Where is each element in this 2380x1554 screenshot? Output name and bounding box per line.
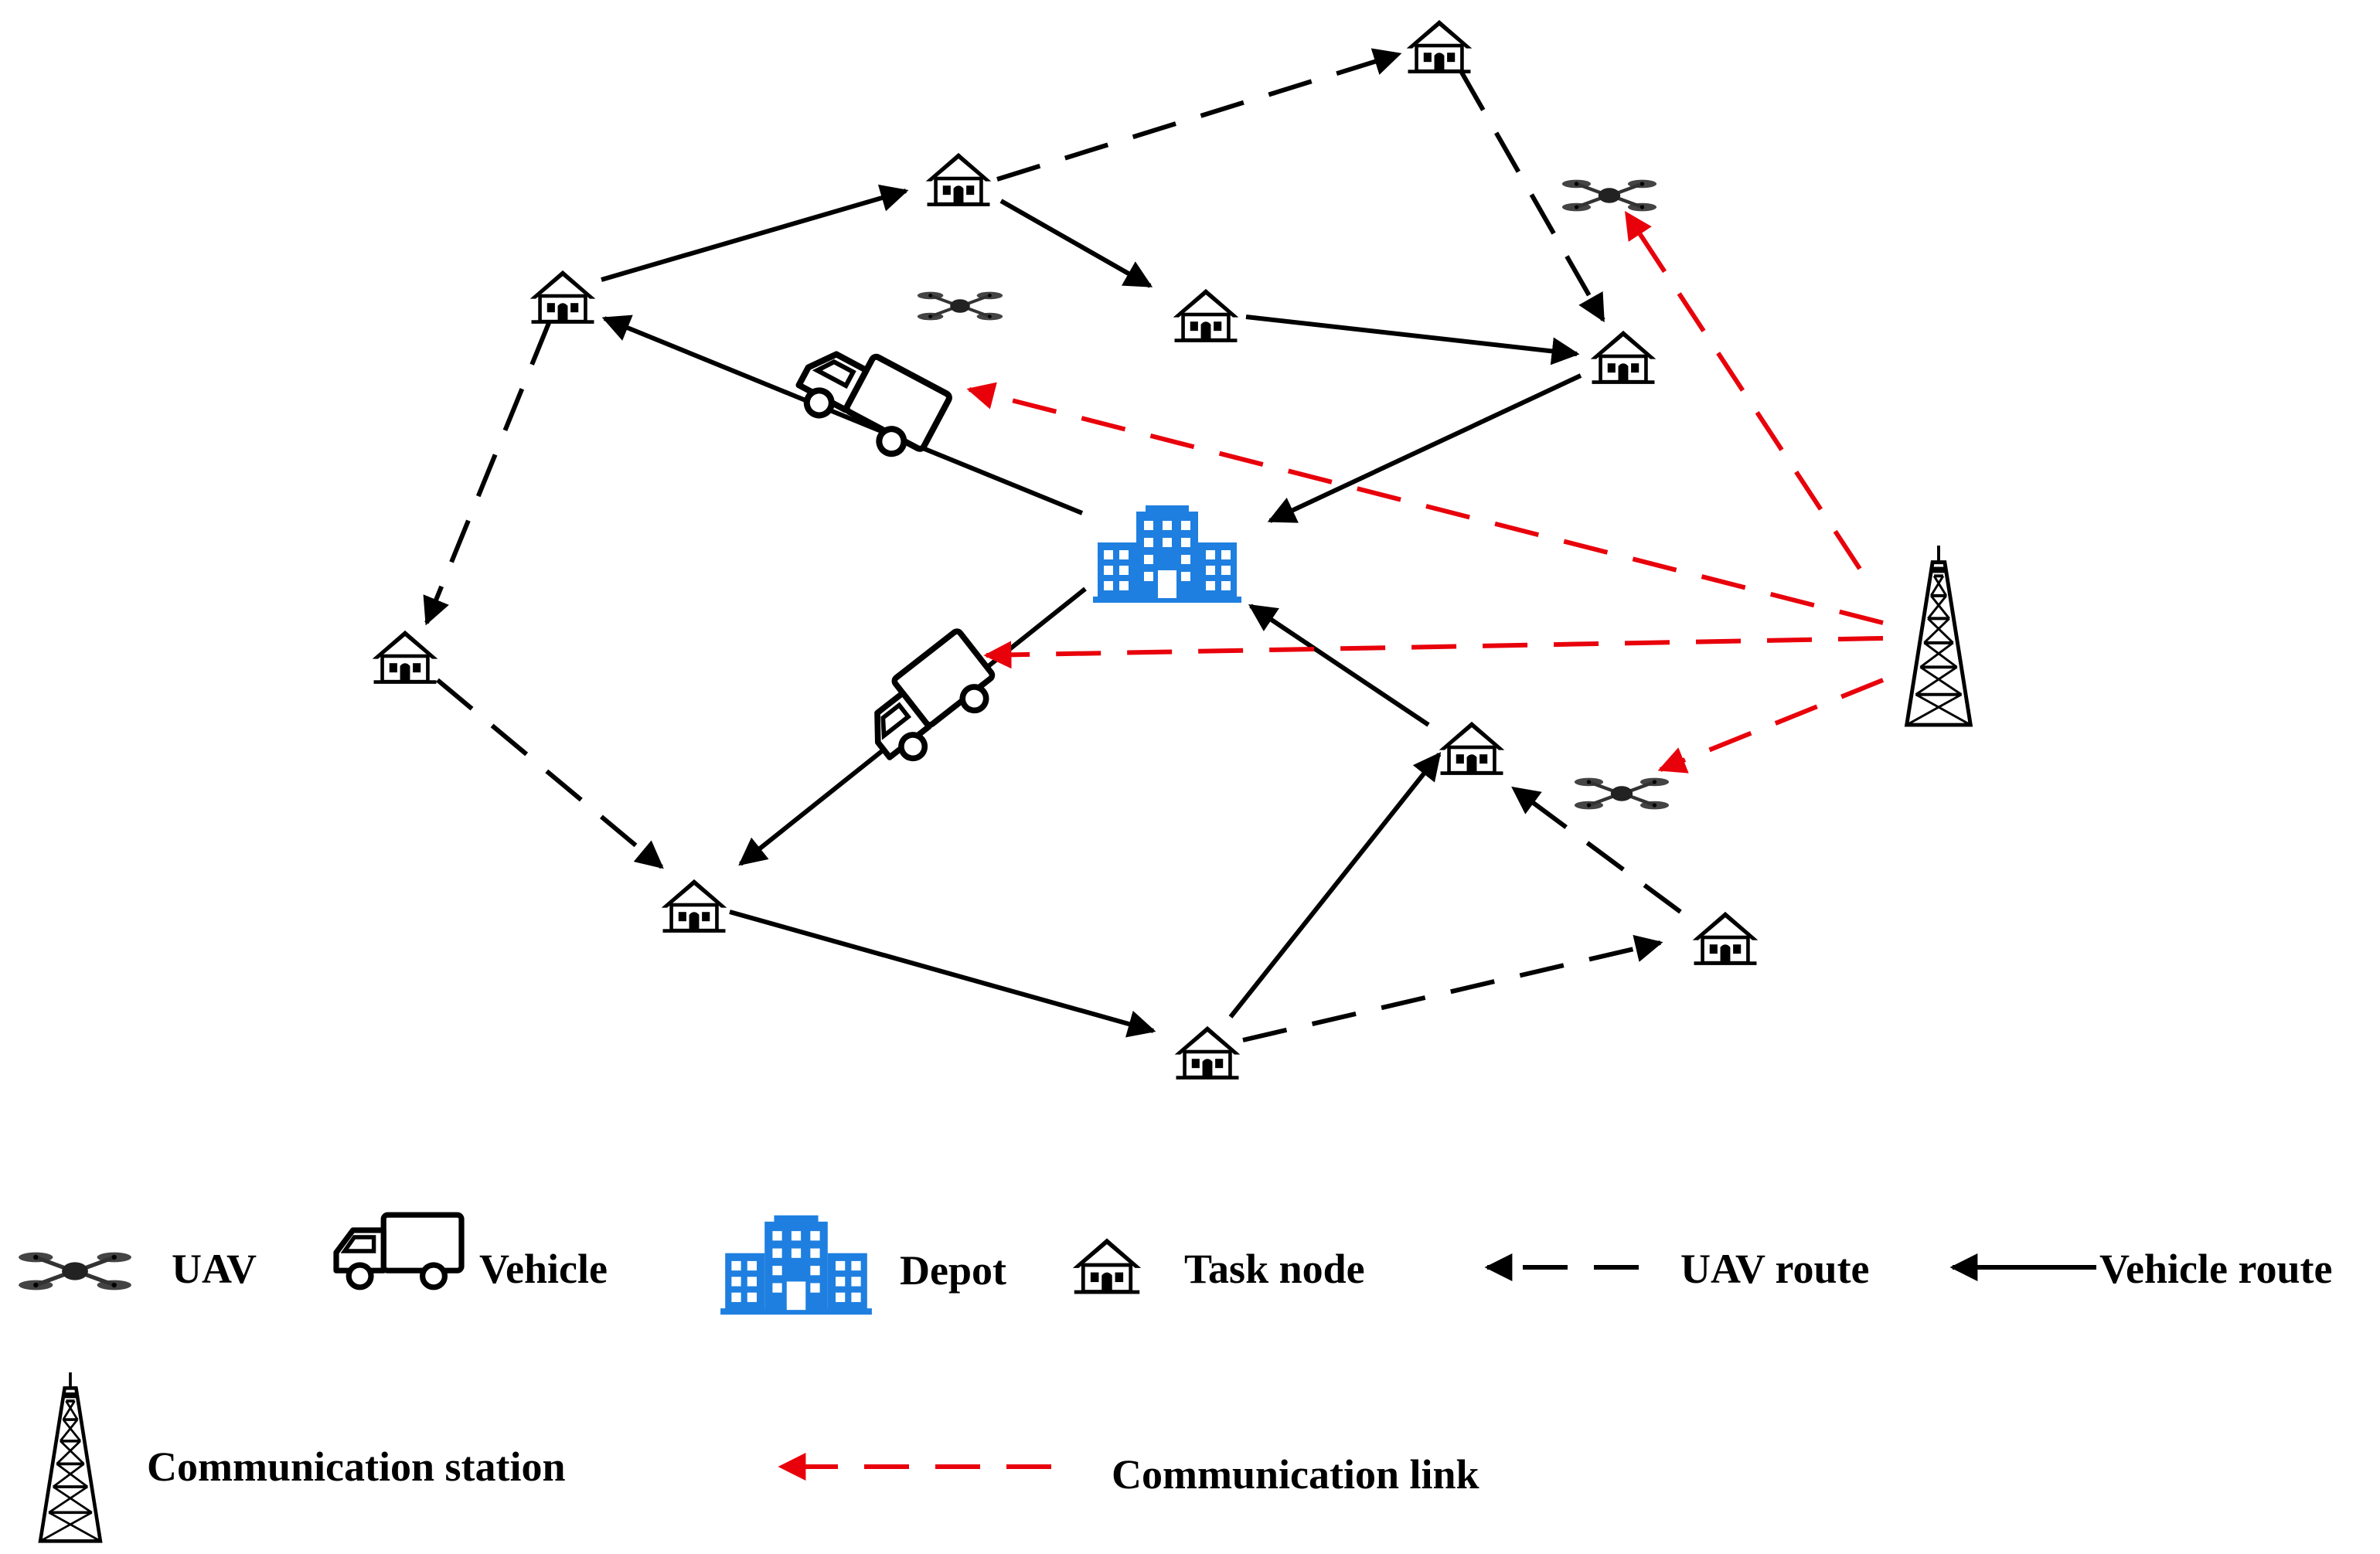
uav-route-segment xyxy=(423,321,551,626)
uav-route-segment xyxy=(1242,934,1663,1042)
legend-communication-link-label: Communication link xyxy=(1112,1451,1479,1498)
legend-depot-label: Depot xyxy=(900,1247,1006,1294)
legend: UAV Vehicle Depot Task node UAV route Ve… xyxy=(19,1215,2332,1541)
task-node-icon xyxy=(926,153,992,206)
communication-station-icon xyxy=(1907,546,1971,725)
communication-station-icon xyxy=(40,1372,100,1541)
vehicle-near-depot xyxy=(853,630,1005,771)
vehicle-routes xyxy=(601,184,1582,1038)
vehicle-route-segment xyxy=(1248,604,1430,727)
vehicle-icon xyxy=(790,331,951,467)
vehicle-route-segment xyxy=(1267,373,1582,523)
uav-route-segment xyxy=(1459,70,1605,323)
legend-task-node-label: Task node xyxy=(1184,1246,1365,1292)
task-node-icon xyxy=(373,631,438,684)
vehicle-route-segment xyxy=(1228,752,1442,1018)
vehicle-route-segment xyxy=(601,184,909,282)
vehicle-route-segment xyxy=(729,910,1156,1038)
legend-vehicle-label: Vehicle xyxy=(479,1246,608,1292)
task-node-icon xyxy=(1175,1026,1241,1080)
legend-vehicle-route-label: Vehicle route xyxy=(2099,1246,2332,1292)
communication-link-segment xyxy=(983,636,1884,669)
communication-link-segment xyxy=(966,382,1884,625)
communication-link-segment xyxy=(1624,210,1862,570)
task-node-icon xyxy=(1173,289,1239,342)
uav-icon xyxy=(917,290,1003,322)
legend-communication-station-label: Communication station xyxy=(147,1443,566,1490)
uav-route-segment xyxy=(436,678,664,869)
depot-icon xyxy=(720,1215,872,1315)
uav-icon xyxy=(19,1253,131,1290)
vehicle-icon xyxy=(853,630,1005,771)
vehicle-route-segment xyxy=(999,199,1153,288)
vehicle-route-segment xyxy=(1245,315,1580,366)
task-node-icon xyxy=(530,270,596,324)
task-nodes xyxy=(373,20,1759,1080)
uav-route-segment xyxy=(996,48,1402,182)
task-node-icon xyxy=(1693,912,1759,965)
uav-icon xyxy=(1562,180,1656,212)
legend-uav-route-label: UAV route xyxy=(1680,1246,1870,1292)
task-node-icon xyxy=(1407,20,1473,73)
uav-routes xyxy=(423,48,1682,1042)
uav-route-segment xyxy=(1511,786,1682,914)
uav-icon xyxy=(1575,778,1669,810)
vehicle-route-segment xyxy=(601,315,1084,515)
communication-links xyxy=(966,210,1885,774)
vehicles xyxy=(790,290,1005,771)
vehicle-icon xyxy=(336,1215,461,1287)
vehicle-with-uav xyxy=(790,331,951,467)
task-node-icon xyxy=(1591,331,1656,384)
task-node-icon xyxy=(662,879,727,933)
task-node-icon xyxy=(1439,722,1505,775)
legend-uav-label: UAV xyxy=(172,1246,257,1292)
depot-icon xyxy=(1093,505,1241,603)
communication-link-segment xyxy=(1657,678,1885,774)
task-node-icon xyxy=(1073,1238,1141,1294)
